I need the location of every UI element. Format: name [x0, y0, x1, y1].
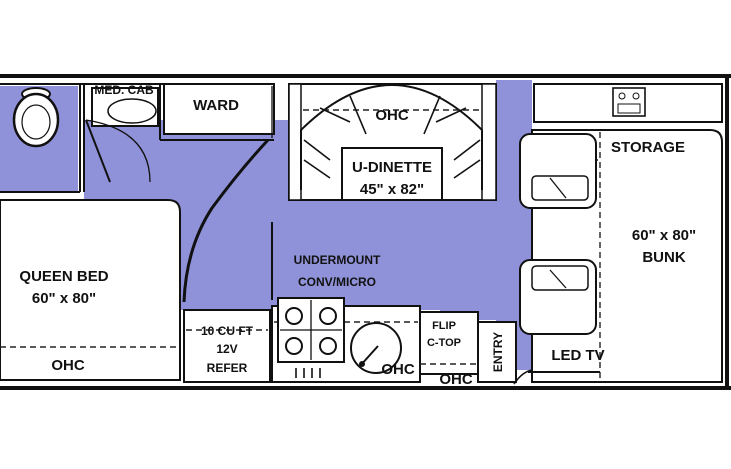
- bunk-title: BUNK: [642, 249, 685, 266]
- micro-line2: CONV/MICRO: [298, 275, 376, 289]
- flip-line1: FLIP: [432, 320, 456, 332]
- led-tv-label: LED TV: [551, 347, 604, 364]
- queen-bed-size: 60" x 80": [32, 290, 96, 307]
- med-cab-label: MED. CAB: [94, 83, 154, 97]
- refer-line1: 10 CU FT: [201, 324, 254, 338]
- storage-label: STORAGE: [611, 139, 685, 156]
- queen-bed-title: QUEEN BED: [19, 268, 108, 285]
- wardrobe: WARD: [159, 83, 275, 141]
- galley-counter: OHC: [271, 297, 421, 383]
- door-swing-icon: [513, 369, 533, 385]
- refer-line2: 12V: [216, 342, 237, 356]
- ohc-sink-label: OHC: [381, 361, 415, 378]
- toilet-icon: [12, 87, 60, 148]
- refrigerator: 10 CU FT 12V REFER: [183, 309, 271, 383]
- floor-area: [0, 80, 532, 370]
- sink-icon: [91, 87, 159, 127]
- bathroom: MED. CAB: [0, 83, 159, 193]
- ohc-dinette-label: OHC: [375, 107, 409, 124]
- refer-line3: REFER: [207, 361, 248, 375]
- flip-line2: C-TOP: [427, 337, 461, 349]
- entry-area: FLIP C-TOP OHC ENTRY: [419, 311, 533, 388]
- bunk-area: STORAGE 60" x 80" BUNK LED TV: [519, 83, 723, 383]
- micro-line1: UNDERMOUNT: [294, 253, 381, 267]
- u-dinette: OHC U-DINETTE 45" x 82": [288, 83, 497, 201]
- bunk-size: 60" x 80": [632, 227, 696, 244]
- dinette-size: 45" x 82": [360, 181, 424, 198]
- ohc-bed-label: OHC: [51, 357, 85, 374]
- faucet-icon: [350, 322, 402, 374]
- ward-label: WARD: [193, 97, 239, 114]
- privacy-curtain: [182, 138, 270, 303]
- storage-sink-icon: [612, 87, 646, 117]
- bunk-seat-top: [519, 133, 597, 209]
- stove-icon: [277, 297, 345, 378]
- entry-label: ENTRY: [491, 332, 505, 372]
- queen-bed: QUEEN BED 60" x 80" OHC: [0, 199, 181, 381]
- bunk-seat-bottom: [519, 259, 597, 335]
- ohc-flip-label: OHC: [439, 371, 473, 388]
- dinette-title: U-DINETTE: [352, 159, 432, 176]
